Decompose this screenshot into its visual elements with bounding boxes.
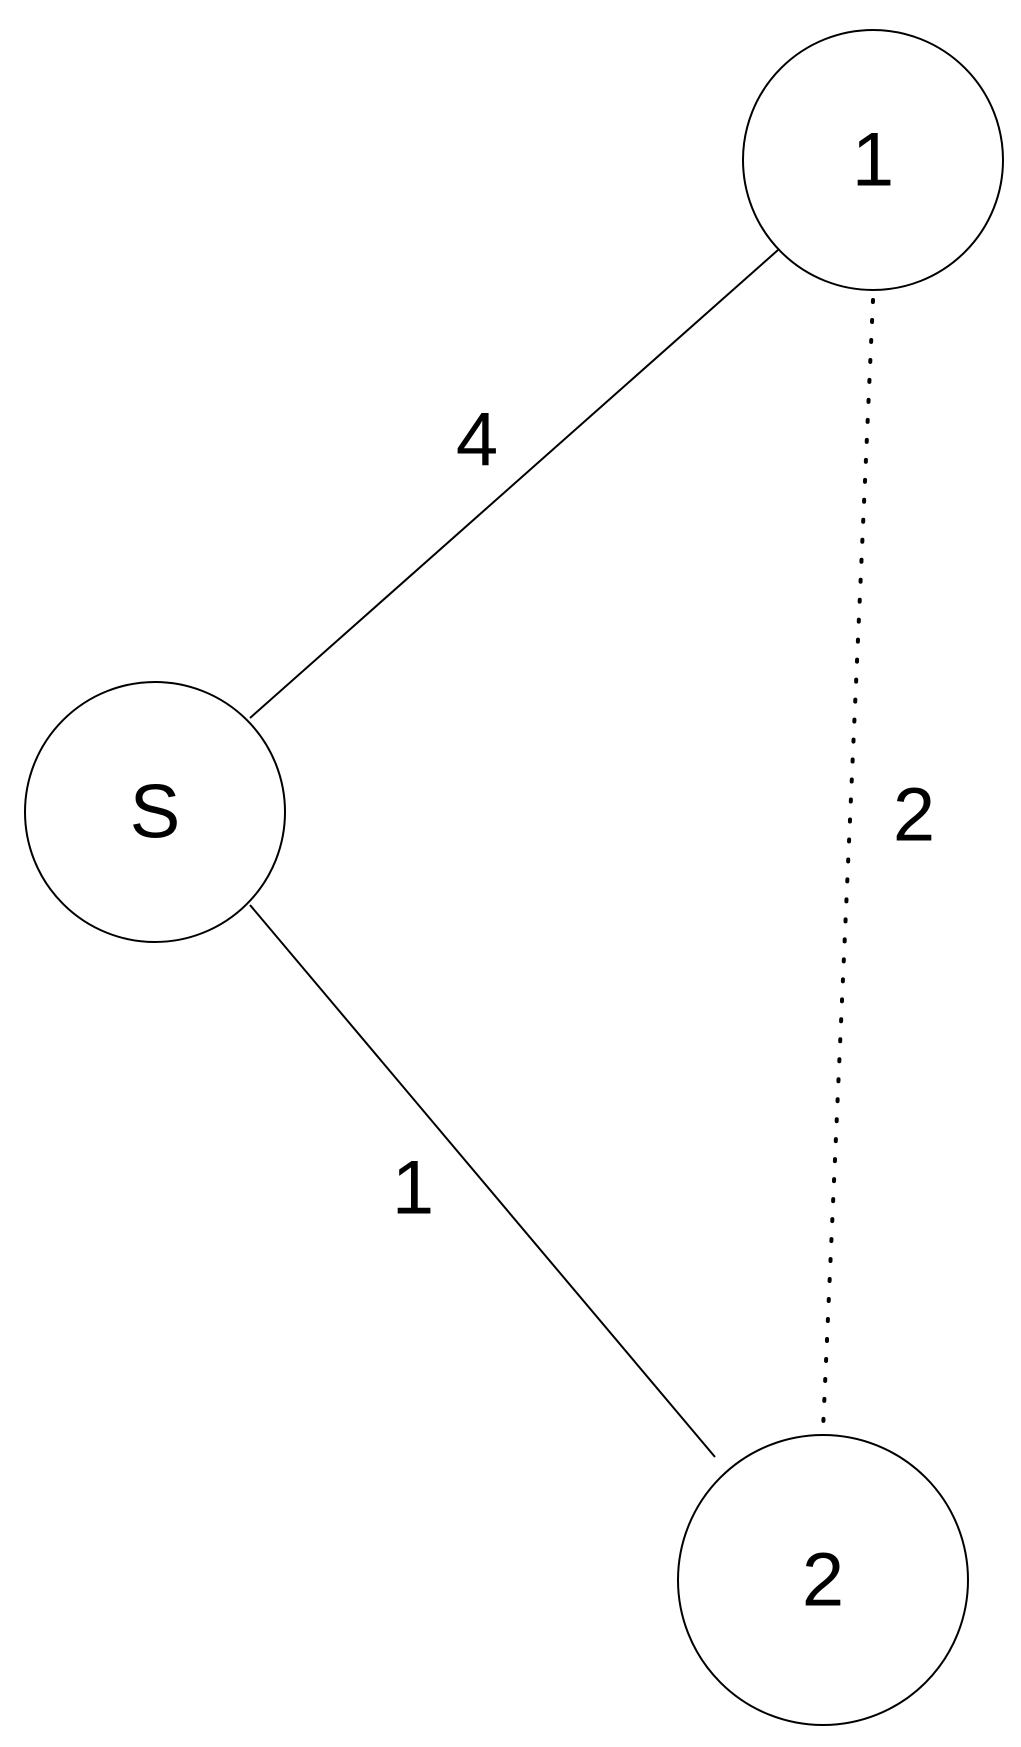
node-2: 2 [677, 1434, 969, 1726]
edge-s-2 [249, 904, 716, 1458]
edge-label-1-2: 2 [893, 773, 935, 858]
node-2-label: 2 [802, 1538, 844, 1623]
edge-label-s-2: 1 [392, 1146, 434, 1231]
node-1-circle [742, 29, 1004, 291]
node-1-label: 1 [852, 118, 894, 203]
node-s-label: S [130, 770, 181, 855]
node-s: S [24, 681, 286, 943]
node-2-circle [677, 1434, 969, 1726]
edge-label-s-1: 4 [456, 398, 498, 483]
node-1: 1 [742, 29, 1004, 291]
edge-s-1 [249, 249, 779, 719]
edge-1-2 [821, 298, 875, 1432]
node-s-circle [24, 681, 286, 943]
